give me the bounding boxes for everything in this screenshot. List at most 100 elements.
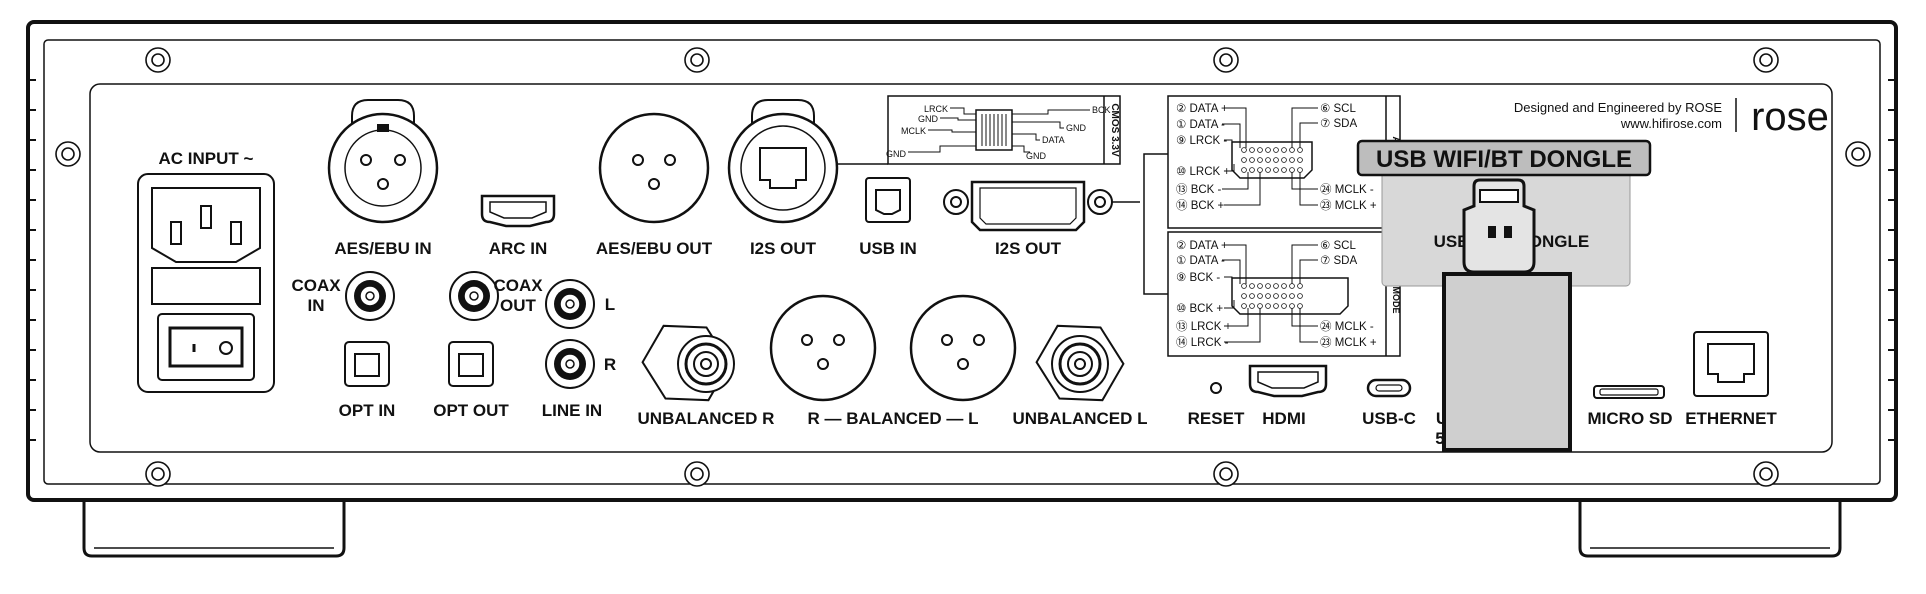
- pinout-label: ㉓ MCLK +: [1320, 199, 1377, 212]
- pinout-label: ⑩ BCK +: [1176, 303, 1223, 315]
- feet: [82, 502, 1842, 558]
- balanced-outputs[interactable]: R — BALANCED — L: [769, 294, 1017, 428]
- cmos-lrck: LRCK: [924, 104, 948, 114]
- cmos-gnd-b: GND: [1066, 123, 1087, 133]
- aes-ebu-in[interactable]: AES/EBU IN: [327, 99, 439, 258]
- opt-in[interactable]: OPT IN: [339, 341, 396, 420]
- xlr-male-icon: [598, 112, 710, 224]
- line-in[interactable]: L R LINE IN: [542, 279, 616, 420]
- pinout-label: ⑥ SCL: [1320, 240, 1356, 252]
- foot-right: [1578, 502, 1842, 558]
- cmos-title: CMOS 3.3V: [1109, 103, 1120, 157]
- rj45-port-icon: [759, 147, 807, 189]
- screw-icon: [1753, 461, 1779, 487]
- pinout-label: ② DATA +: [1176, 103, 1228, 115]
- arc-in[interactable]: ARC IN: [480, 194, 556, 258]
- pinout-label: ⑨ BCK -: [1176, 272, 1220, 284]
- pinout-label: ① DATA -: [1176, 255, 1225, 267]
- pinout-label: ㉔ MCLK -: [1320, 183, 1374, 196]
- cmos-pinout-box: CMOS 3.3V LRCK GND MCLK BCK GND DATA GND…: [838, 95, 1121, 165]
- line-in-label: LINE IN: [542, 401, 602, 420]
- coax-out-label-line2: OUT: [500, 296, 537, 315]
- micro-sd-slot[interactable]: MICRO SD: [1588, 385, 1673, 428]
- foot-left: [82, 502, 346, 558]
- dongle-callout-label: USB WIFI/BT DONGLE: [1376, 146, 1632, 173]
- pinout-b-side: MODE: [1391, 287, 1401, 314]
- screw-icon: [1213, 47, 1239, 73]
- ac-input-section: AC INPUT ~: [137, 149, 275, 393]
- screw-icon: [55, 141, 81, 167]
- rj45-port-icon: [1707, 343, 1755, 383]
- screw-icon: [1753, 47, 1779, 73]
- screws: [55, 47, 1871, 487]
- side-notches-right: [1888, 79, 1896, 441]
- aes-ebu-out-label: AES/EBU OUT: [596, 239, 713, 258]
- cmos-data: DATA: [1042, 135, 1065, 145]
- pinout-label: ㉔ MCLK -: [1320, 320, 1374, 333]
- usb-in[interactable]: USB IN: [859, 177, 917, 258]
- opt-out[interactable]: OPT OUT: [433, 341, 509, 420]
- pinout-label: ⑥ SCL: [1320, 103, 1356, 115]
- pinout-bracket: [1143, 153, 1168, 295]
- pinout-label: ⑨ LRCK -: [1176, 135, 1227, 147]
- pinout-label: ㉓ MCLK +: [1320, 336, 1377, 349]
- branding: Designed and Engineered by ROSE www.hifi…: [1514, 95, 1829, 139]
- chassis-inner: [43, 39, 1881, 485]
- cmos-gnd-d: GND: [886, 149, 907, 159]
- i2s-out-rj45-label: I2S OUT: [750, 239, 817, 258]
- side-notches-left: [28, 79, 36, 441]
- balanced-label: R — BALANCED — L: [808, 409, 979, 428]
- coax-in[interactable]: COAX IN: [291, 271, 395, 321]
- aes-ebu-in-label: AES/EBU IN: [334, 239, 431, 258]
- usb-c-port[interactable]: USB-C: [1362, 378, 1416, 428]
- pinout-label: ⑬ LRCK +: [1176, 320, 1232, 333]
- reset-label: RESET: [1188, 409, 1245, 428]
- pinout-label: ⑬ BCK -: [1176, 183, 1222, 196]
- pinout-label: ① DATA -: [1176, 119, 1225, 131]
- screw-icon: [145, 461, 171, 487]
- i2s-out-dvi[interactable]: I2S OUT: [943, 180, 1140, 258]
- unbalanced-l[interactable]: UNBALANCED L: [1012, 308, 1148, 428]
- ethernet-label: ETHERNET: [1685, 409, 1777, 428]
- screw-icon: [1213, 461, 1239, 487]
- pinout-b-box: MODE ② DATA + ① DATA - ⑨ BCK - ⑩ BCK + ⑬ LRC…: [1167, 231, 1401, 357]
- aes-ebu-out[interactable]: AES/EBU OUT: [596, 112, 713, 258]
- pinout-label: ② DATA +: [1176, 240, 1228, 252]
- brand-website: www.hifirose.com: [1620, 116, 1722, 131]
- opt-in-label: OPT IN: [339, 401, 396, 420]
- screw-icon: [1845, 141, 1871, 167]
- usb-partial-label-2: 5: [1435, 429, 1444, 448]
- cmos-bck: BCK: [1092, 105, 1111, 115]
- unbalanced-r[interactable]: UNBALANCED R: [633, 308, 775, 428]
- i2s-out-rj45[interactable]: I2S OUT: [727, 99, 839, 258]
- unbalanced-l-label: UNBALANCED L: [1012, 409, 1147, 428]
- ethernet-port[interactable]: ETHERNET: [1685, 331, 1777, 428]
- usb-c-label: USB-C: [1362, 409, 1416, 428]
- cmos-gnd-a: GND: [918, 114, 939, 124]
- dongle-panel-right: ONGLE: [1529, 232, 1589, 251]
- usb-b-port-icon: [875, 189, 901, 215]
- screw-icon: [145, 47, 171, 73]
- reset-pinhole-icon: [1210, 382, 1222, 394]
- pinout-label: ⑩ LRCK +: [1176, 166, 1230, 178]
- dongle-callout-box: [1356, 139, 1652, 177]
- fuse-holder: [151, 267, 261, 305]
- coax-out[interactable]: COAX OUT: [449, 271, 543, 321]
- reset-button[interactable]: RESET: [1188, 382, 1245, 428]
- coax-in-label-line2: IN: [308, 296, 325, 315]
- usb-in-label: USB IN: [859, 239, 917, 258]
- cmos-gnd-c: GND: [1026, 151, 1047, 161]
- cmos-mclk: MCLK: [901, 126, 926, 136]
- line-in-r-label: R: [604, 355, 616, 374]
- line-in-l-label: L: [605, 295, 615, 314]
- hdmi-port[interactable]: HDMI: [1248, 364, 1328, 428]
- pinout-label: ⑦ SDA: [1320, 118, 1357, 130]
- xlr-balanced-l-icon: [909, 294, 1017, 402]
- pinout-a-left-labels: ② DATA +① DATA -⑨ LRCK -⑩ LRCK +⑬ BCK -⑭…: [1176, 103, 1230, 212]
- screw-icon: [684, 47, 710, 73]
- pinout-a-right-labels: ⑥ SCL ⑦ SDA ㉔ MCLK - ㉓ MCLK +: [1320, 103, 1377, 212]
- pinout-label: ⑭ LRCK -: [1176, 336, 1229, 349]
- pinout-b-left-labels: ② DATA + ① DATA - ⑨ BCK - ⑩ BCK + ⑬ LRCK + ⑭ …: [1176, 240, 1232, 349]
